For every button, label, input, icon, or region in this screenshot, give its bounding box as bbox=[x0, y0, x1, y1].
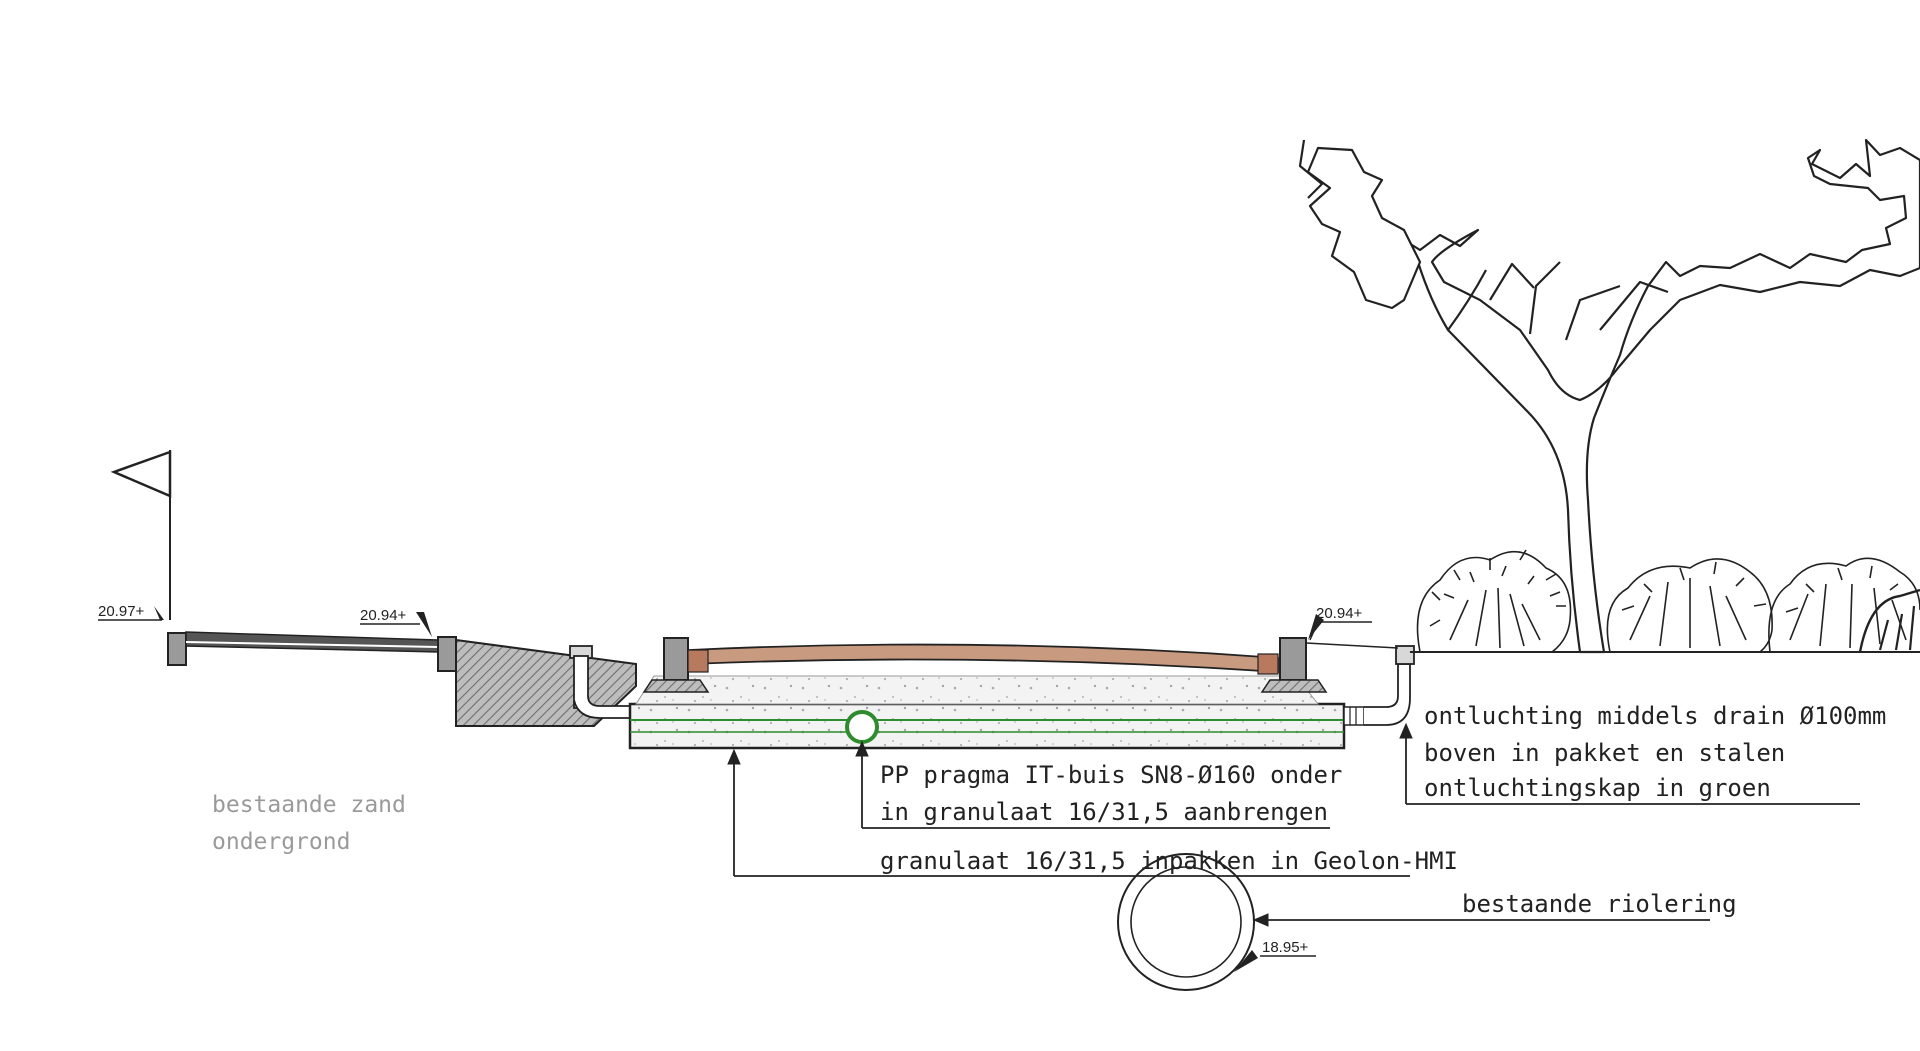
shrub-icon bbox=[1606, 558, 1773, 653]
granulate-label: granulaat 16/31,5 inpakken in Geolon-HMI bbox=[880, 847, 1458, 875]
level-marker-sewer: 18.95+ bbox=[1234, 939, 1316, 972]
pipe-label-line1: PP pragma IT-buis SN8-Ø160 onder bbox=[880, 761, 1342, 789]
right-vent-drain bbox=[1343, 645, 1415, 726]
vent-label-line1: ontluchting middels drain Ø100mm bbox=[1424, 702, 1886, 730]
level-marker-icon bbox=[154, 606, 164, 620]
granulate-package bbox=[628, 702, 1346, 750]
left-vent-pipe bbox=[569, 645, 631, 719]
leader-lines bbox=[727, 722, 1860, 927]
level-marker-left: 20.97+ bbox=[98, 603, 164, 621]
subsoil-label-line1: bestaande zand bbox=[212, 792, 406, 818]
shrub-icon bbox=[1768, 557, 1920, 653]
drain-pipe-icon bbox=[845, 710, 879, 744]
level-marker-icon bbox=[1308, 614, 1324, 640]
level-text-mid: 20.94+ bbox=[360, 607, 407, 624]
pavement-top-layer bbox=[689, 643, 1279, 673]
level-marker-mid: 20.94+ bbox=[360, 607, 432, 637]
level-text-right: 20.94+ bbox=[1316, 605, 1363, 622]
level-marker-icon bbox=[416, 612, 432, 637]
vent-label-line2: boven in pakket en stalen bbox=[1424, 739, 1785, 767]
tree-icon bbox=[1298, 138, 1920, 654]
sewer-label: bestaande riolering bbox=[1462, 890, 1737, 918]
level-marker-right: 20.94+ bbox=[1308, 605, 1372, 641]
subsoil-label-line2: ondergrond bbox=[212, 829, 350, 855]
pipe-label-line2: in granulaat 16/31,5 aanbrengen bbox=[880, 798, 1328, 826]
kerb-left bbox=[642, 637, 710, 693]
vent-label-line3: ontluchtingskap in groen bbox=[1424, 774, 1771, 802]
bedding-layer bbox=[635, 675, 1320, 705]
kerb-right bbox=[1260, 637, 1328, 693]
level-marker-icon bbox=[1234, 950, 1258, 972]
existing-sewer-pipe bbox=[1117, 853, 1255, 991]
level-text-sewer: 18.95+ bbox=[1262, 939, 1309, 956]
flag-icon bbox=[110, 450, 172, 620]
shrub-icon bbox=[1416, 549, 1572, 653]
existing-paving bbox=[167, 631, 457, 672]
level-text-left: 20.97+ bbox=[98, 603, 145, 620]
